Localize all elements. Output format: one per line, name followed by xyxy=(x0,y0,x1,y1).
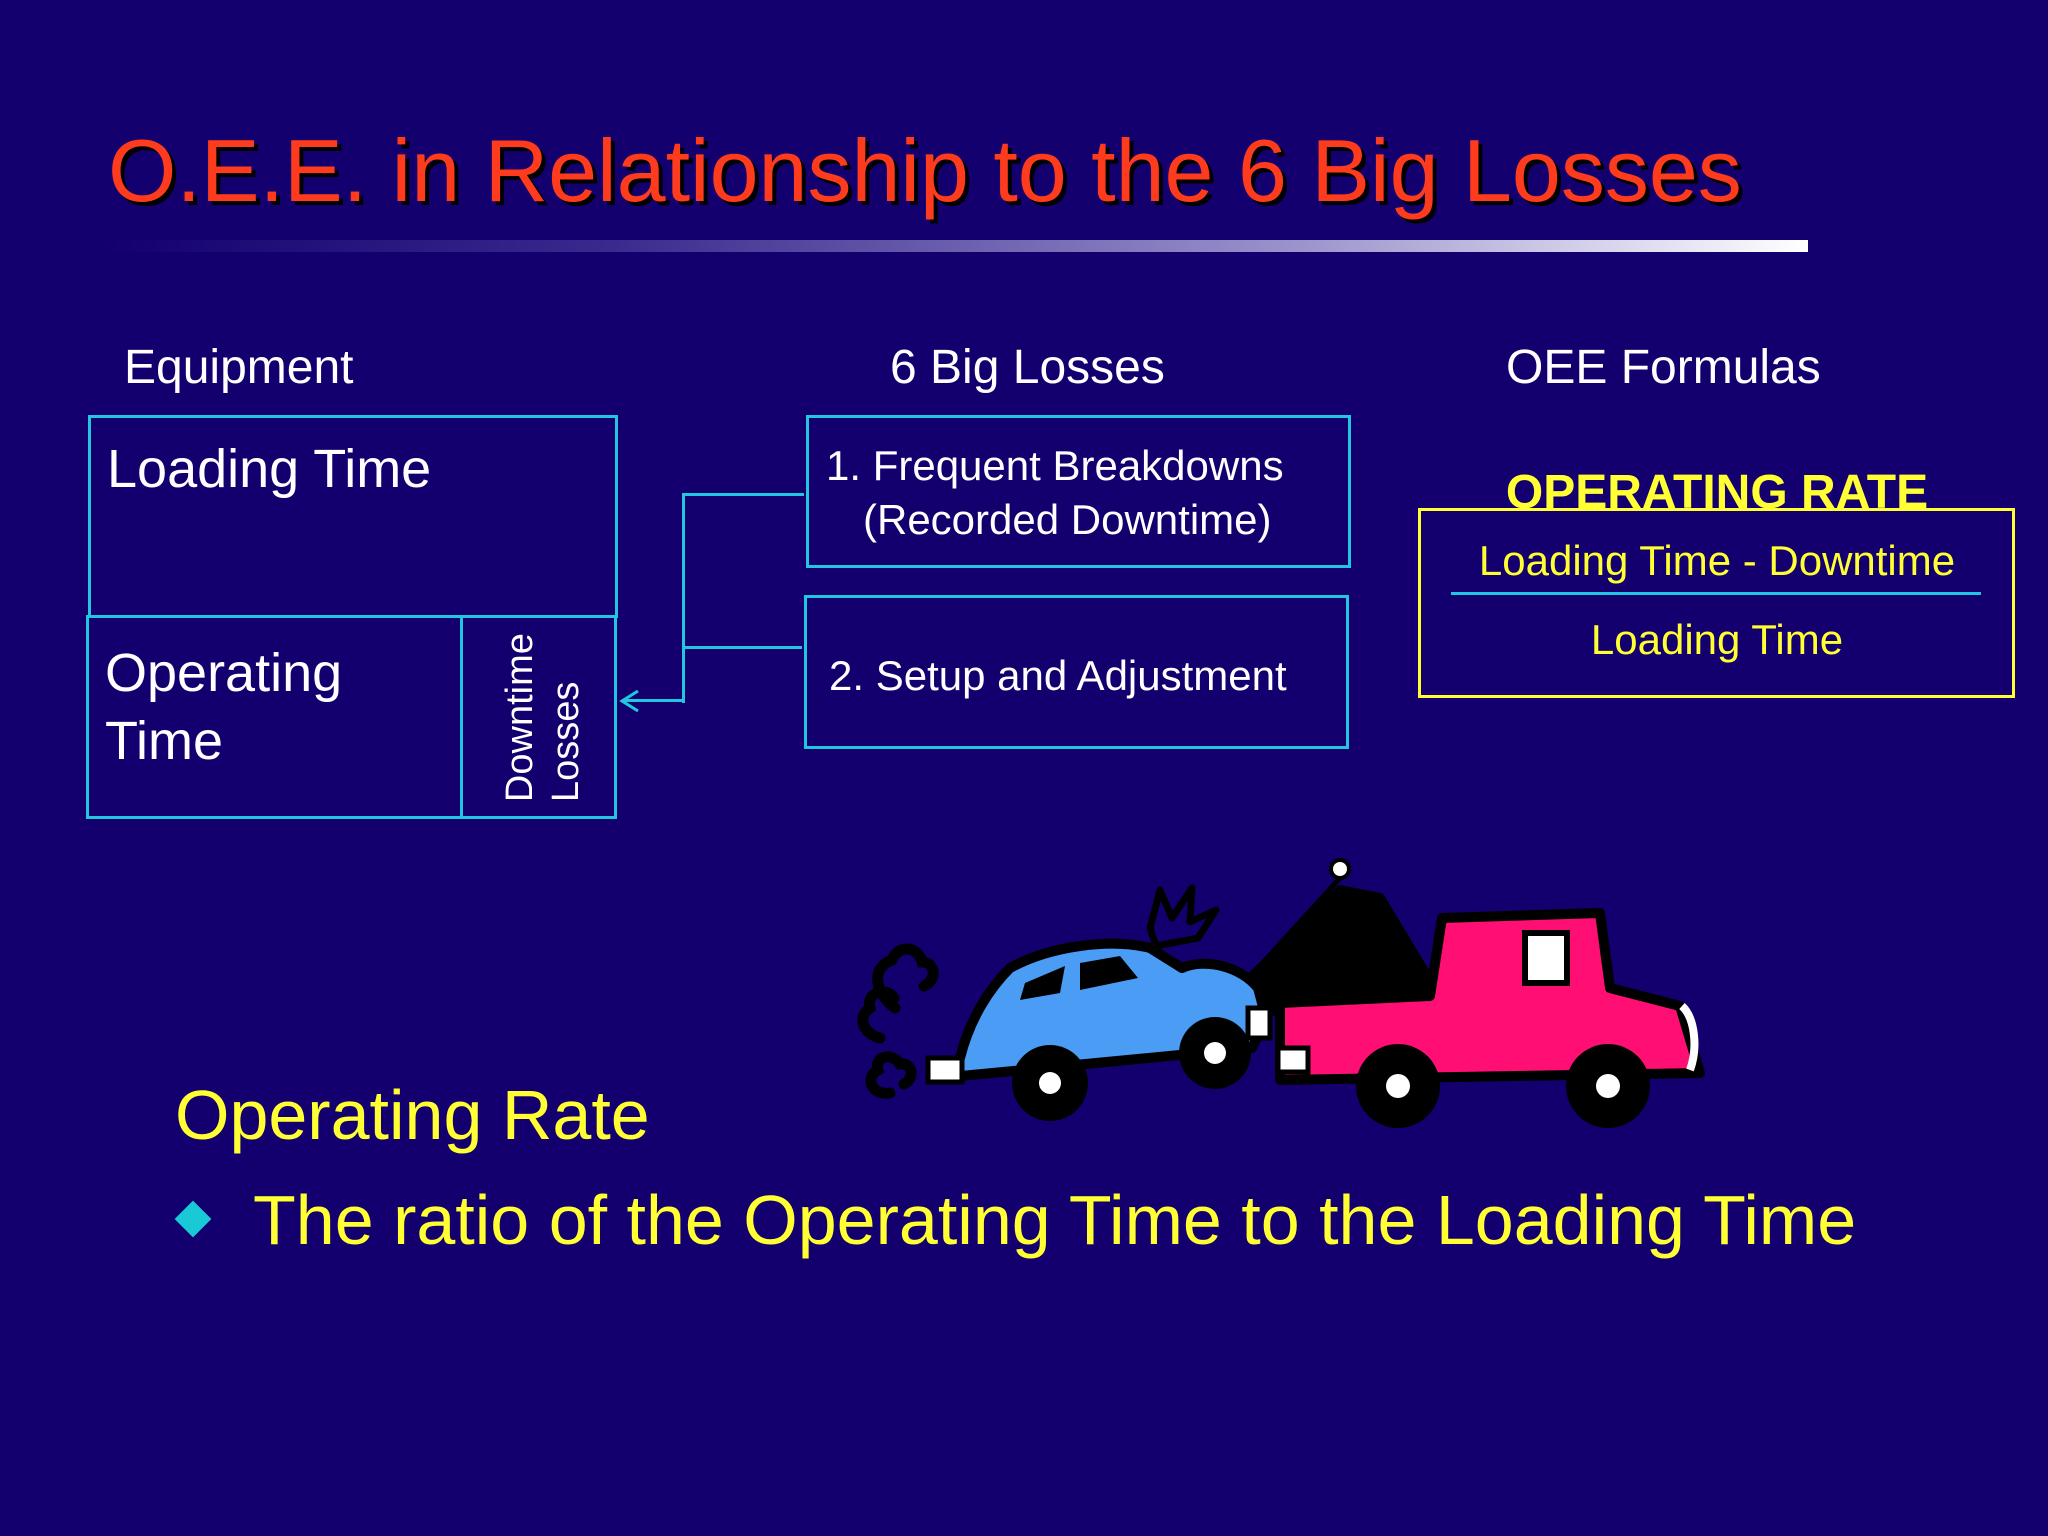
loading-time-box: Loading Time xyxy=(88,415,618,618)
bottom-heading: Operating Rate xyxy=(175,1076,650,1154)
downtime-divider xyxy=(460,617,463,817)
operating-time-label-line1: Operating xyxy=(105,643,343,703)
arrow-left-icon xyxy=(619,689,639,713)
loss1-line1: 1. Frequent Breakdowns xyxy=(826,442,1284,489)
operating-time-label-line2: Time xyxy=(105,711,223,771)
column-header-equipment: Equipment xyxy=(124,341,354,394)
loss2-label: 2. Setup and Adjustment xyxy=(829,652,1287,699)
car-wheel-icon xyxy=(1012,1017,1251,1121)
slide-title: O.E.E. in Relationship to the 6 Big Loss… xyxy=(108,121,1742,220)
downtime-label-line1: Downtime xyxy=(498,633,541,803)
title-underline xyxy=(100,240,1808,252)
downtime-losses-label: Downtime Losses xyxy=(472,620,614,816)
tow-truck-clipart xyxy=(857,858,1705,1128)
operating-time-box: Operating Time xyxy=(86,615,617,819)
connector-to-downtime xyxy=(622,699,684,702)
formula-denominator: Loading Time xyxy=(1590,616,1844,663)
formula-fraction-bar xyxy=(1451,592,1981,595)
formula-numerator: Loading Time - Downtime xyxy=(1478,537,1956,584)
connector-vertical xyxy=(682,493,685,703)
loss-box-setup: 2. Setup and Adjustment xyxy=(804,595,1349,749)
diamond-bullet-icon xyxy=(174,1200,212,1238)
downtime-label-line2: Losses xyxy=(544,682,587,803)
column-header-formulas: OEE Formulas xyxy=(1506,341,1821,394)
bottom-bullet-text: The ratio of the Operating Time to the L… xyxy=(253,1181,1857,1259)
loss-box-breakdowns: 1. Frequent Breakdowns (Recorded Downtim… xyxy=(806,415,1351,568)
connector-to-loss2 xyxy=(682,646,802,649)
formula-box xyxy=(1418,508,2015,698)
loading-time-label: Loading Time xyxy=(107,439,432,499)
column-header-losses: 6 Big Losses xyxy=(890,341,1165,394)
smoke-puff-icon xyxy=(857,943,939,1099)
truck-wheel-icon xyxy=(1356,1044,1650,1128)
connector-to-loss1 xyxy=(682,493,804,496)
loss1-line2: (Recorded Downtime) xyxy=(863,496,1272,543)
